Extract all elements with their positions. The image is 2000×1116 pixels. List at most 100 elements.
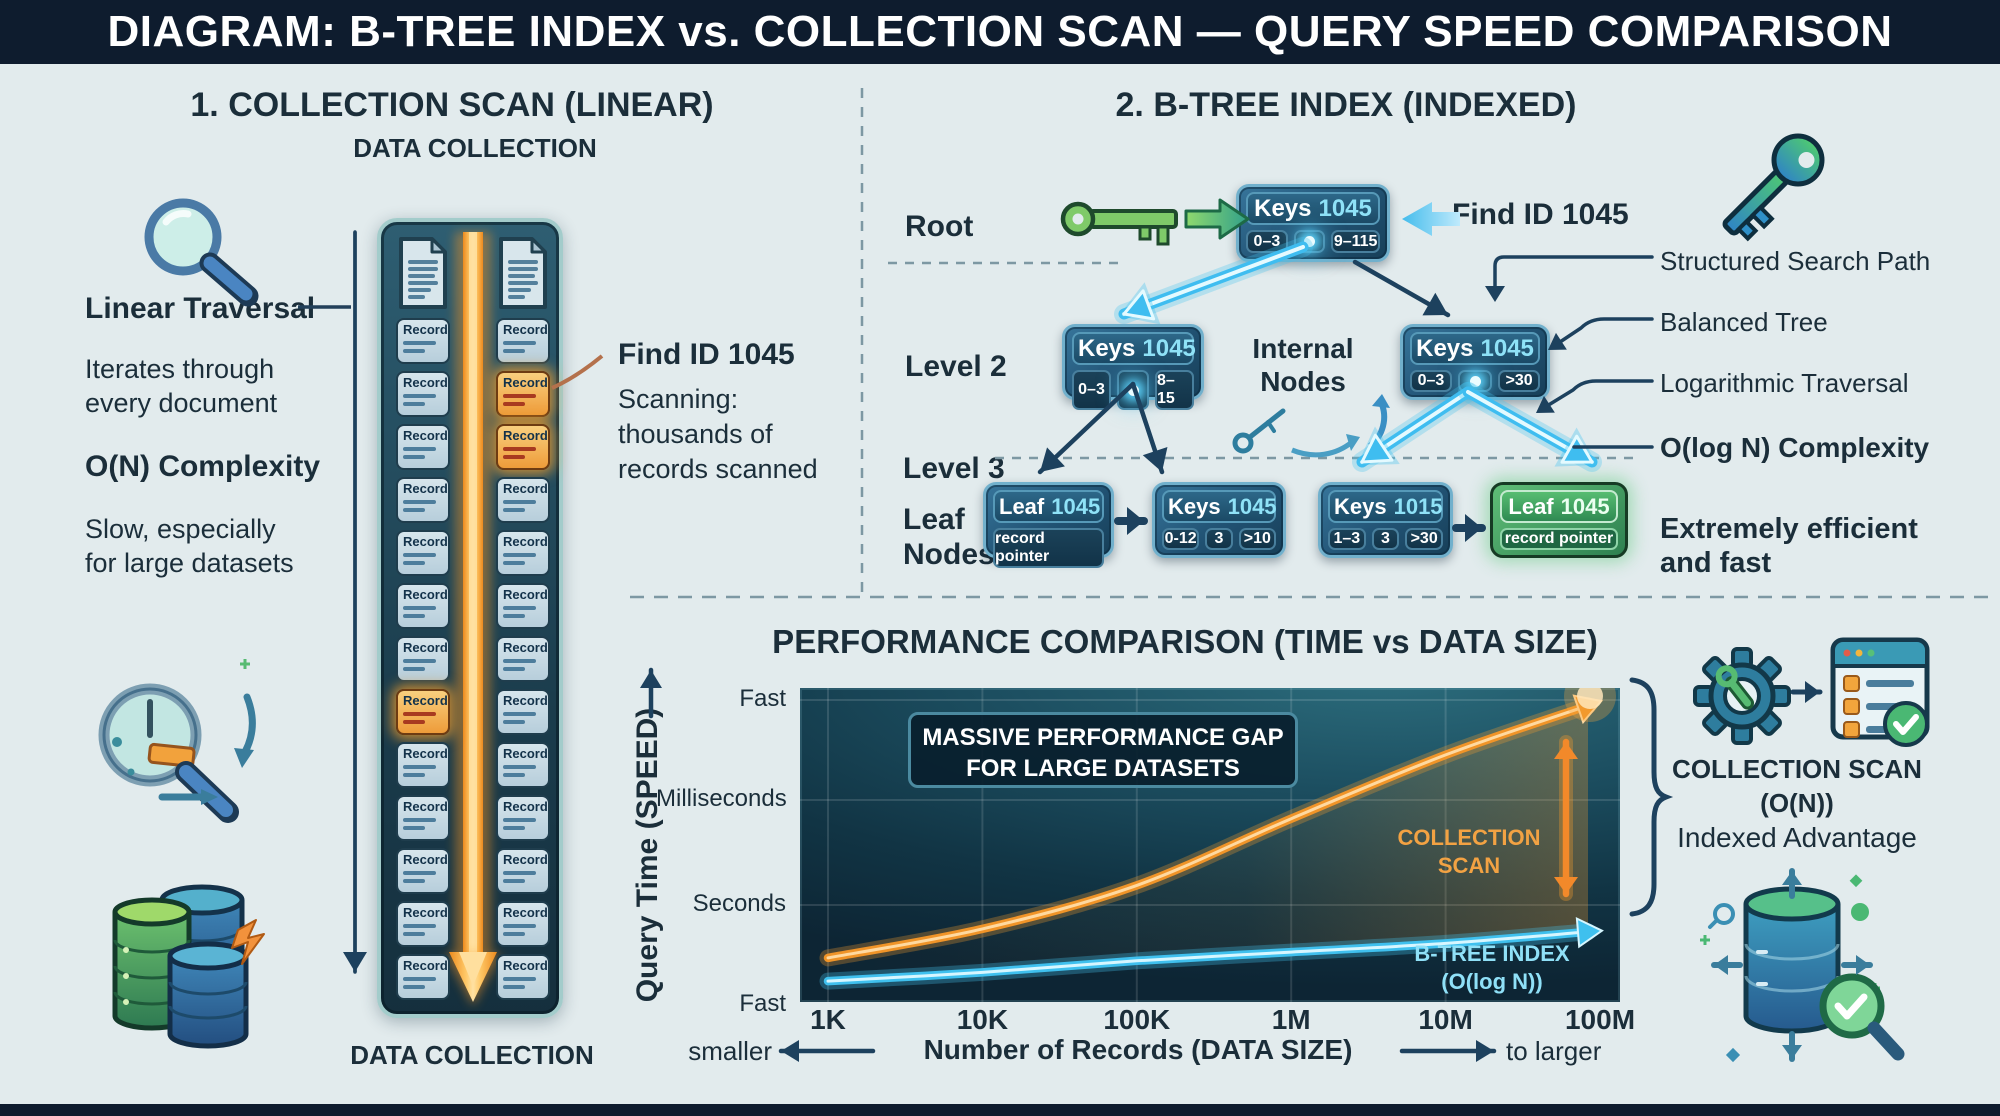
btree-curve xyxy=(819,917,1604,990)
chart-ylabel: Query Time (SPEED) xyxy=(631,707,664,1003)
find-callout-title: Find ID 1045 xyxy=(618,338,795,371)
arrow-root-to-l2right xyxy=(1352,259,1451,318)
y-tick: Fast xyxy=(739,990,786,1017)
connector-balanced xyxy=(1548,317,1654,350)
db-arrow-up xyxy=(1782,868,1802,899)
series-label-btree: B-TREE INDEX(O(log N)) xyxy=(1414,941,1570,994)
record-card-highlighted: Record xyxy=(396,689,450,735)
record-card: Record xyxy=(396,636,450,682)
connector-logarithmic xyxy=(1536,379,1654,413)
glow-dot xyxy=(1457,370,1493,392)
callout-balanced-tree: Balanced Tree xyxy=(1660,307,1828,337)
callout-olog-complexity: O(log N) Complexity xyxy=(1660,432,1930,463)
callout-structured-search-path: Structured Search Path xyxy=(1660,246,1931,276)
db-arrow-down xyxy=(1782,1031,1802,1062)
glow-dot xyxy=(1117,370,1149,410)
gear-wrench-icon xyxy=(1693,647,1791,745)
database-stack-icon xyxy=(112,884,265,1049)
scan-direction-arrow xyxy=(343,230,367,974)
scan-heading: 1. COLLECTION SCAN (LINEAR) xyxy=(190,86,714,124)
record-card: Record xyxy=(496,636,550,682)
linear-traversal-label: Linear Traversal xyxy=(85,292,316,325)
arrow-l2right-to-leaf3 xyxy=(1352,382,1478,472)
key-icon xyxy=(1060,201,1178,246)
record-card: Record xyxy=(396,530,450,576)
scan-complexity: O(N) Complexity xyxy=(85,450,321,483)
record-card: Record xyxy=(396,477,450,523)
x-tick: 100M xyxy=(1564,1004,1636,1035)
aside-advantage-label: Indexed Advantage xyxy=(1677,822,1917,853)
x-hint-smaller: smaller xyxy=(688,1036,772,1066)
x-tick: 10K xyxy=(956,1004,1009,1035)
title-banner: DIAGRAM: B-TREE INDEX vs. COLLECTION SCA… xyxy=(0,0,2000,64)
record-card-highlighted: Record xyxy=(496,424,550,470)
aside-scan-label-2: (O(N)) xyxy=(1760,788,1834,818)
magnifier-clock-icon xyxy=(98,659,256,823)
key-arrow-doodle-icon xyxy=(1232,394,1390,458)
root-label: Root xyxy=(905,210,974,243)
record-card: Record xyxy=(396,371,450,417)
x-tick: 100K xyxy=(1103,1004,1171,1035)
record-card: Record xyxy=(496,583,550,629)
x-smaller-arrow xyxy=(778,1040,876,1062)
record-card-highlighted: Record xyxy=(496,371,550,417)
collection-curve xyxy=(819,694,1604,967)
record-card: Record xyxy=(396,742,450,788)
callout-logarithmic-traversal: Logarithmic Traversal xyxy=(1660,368,1909,398)
indexed-list-check-icon xyxy=(1830,637,1930,747)
chart-canvas xyxy=(800,688,1620,1002)
find-id-label: Find ID 1045 xyxy=(1452,198,1629,231)
db-arrow-left xyxy=(1711,955,1743,975)
document-icon xyxy=(396,236,450,310)
level3-label: Level 3 xyxy=(903,452,1005,485)
page-title: DIAGRAM: B-TREE INDEX vs. COLLECTION SCA… xyxy=(107,7,1893,56)
record-card: Record xyxy=(496,901,550,947)
record-card: Record xyxy=(396,901,450,947)
aside-arrow xyxy=(1790,681,1823,703)
record-card: Record xyxy=(396,583,450,629)
record-card: Record xyxy=(496,795,550,841)
record-card: Record xyxy=(496,848,550,894)
record-card: Record xyxy=(496,530,550,576)
document-icon xyxy=(496,236,550,310)
aside-scan-label-1: COLLECTION SCAN xyxy=(1672,754,1922,784)
record-card: Record xyxy=(396,848,450,894)
y-tick: Fast xyxy=(739,685,786,712)
key-icon-large xyxy=(1722,133,1825,242)
record-card: Record xyxy=(396,424,450,470)
record-card: Record xyxy=(496,954,550,1000)
connector-structured xyxy=(1485,255,1654,302)
record-card: Record xyxy=(396,954,450,1000)
db-arrow-right xyxy=(1841,955,1873,975)
x-tick: 10M xyxy=(1418,1004,1473,1035)
record-card: Record xyxy=(496,689,550,735)
record-card: Record xyxy=(496,477,550,523)
chart-brace xyxy=(1629,677,1674,917)
x-larger-arrow xyxy=(1399,1040,1497,1062)
record-card: Record xyxy=(496,318,550,364)
y-tick: Milliseconds xyxy=(656,785,787,812)
collection-top-label: DATA COLLECTION xyxy=(353,133,597,163)
arrow-leaf1-leaf2 xyxy=(1114,507,1148,535)
scan-stripe xyxy=(445,232,501,1006)
x-tick: 1K xyxy=(810,1004,846,1035)
traversal-guide-arrow xyxy=(298,232,357,972)
chart-title: PERFORMANCE COMPARISON (TIME vs DATA SIZ… xyxy=(772,623,1598,660)
database-search-check-icon xyxy=(1700,874,1905,1063)
arrow-l2right-to-leaf4 xyxy=(1458,382,1602,472)
